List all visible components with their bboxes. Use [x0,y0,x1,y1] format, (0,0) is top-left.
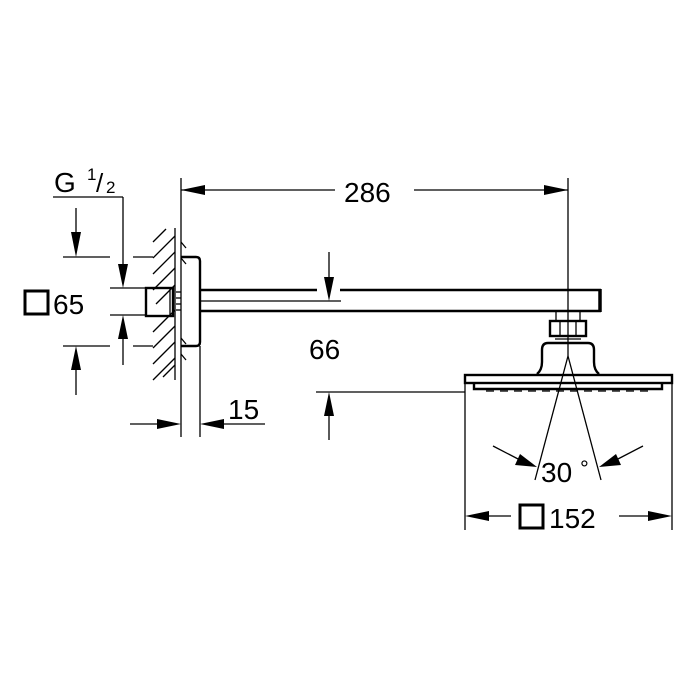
rosette-depth-value: 15 [228,394,259,425]
thread-numerator: 1 [87,165,96,184]
rosette-depth-dimension [130,346,265,437]
spray-angle-arrows [492,445,644,467]
thread-dimension [53,196,153,289]
head-size-dimension [464,383,673,530]
shower-arm [200,288,602,313]
wall-connector [144,286,181,318]
head-size-value: 152 [549,503,596,534]
spray-angle-value: 30 [541,457,572,488]
rosette-size-value: 65 [53,289,84,320]
thread-slash: / [96,168,104,198]
square-symbol-icon [518,503,545,530]
arm-offset-value: 66 [309,334,340,365]
thread-prefix: G [54,167,76,198]
arm-length-value: 286 [344,177,391,208]
square-symbol-icon [23,289,50,316]
spray-angle-lines [534,355,602,481]
arm-length-dimension [181,185,568,195]
wall [152,178,187,437]
rosette [181,255,202,348]
arm-offset-dimension [316,252,465,440]
rosette-size-dimension [63,314,153,395]
wall-hatching [152,228,176,381]
thread-denominator: 2 [106,178,115,197]
head-shower [463,341,674,392]
spray-angle-unit: ° [580,456,589,481]
